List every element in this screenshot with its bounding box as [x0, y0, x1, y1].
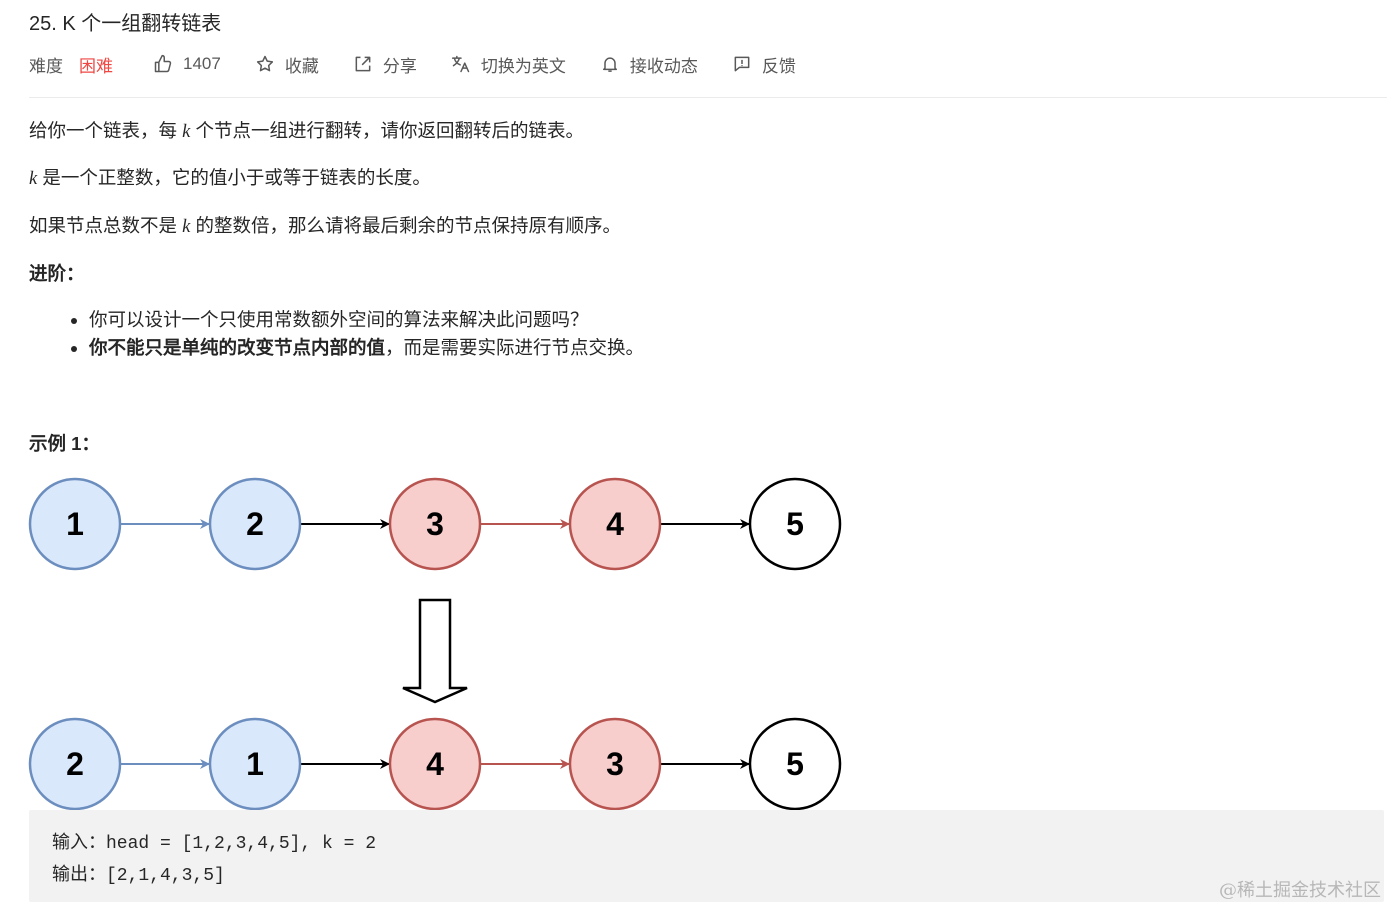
node-value: 1 [66, 506, 84, 542]
problem-title: 25. K 个一组翻转链表 [29, 13, 222, 35]
desc-text: 个节点一组进行翻转，请你返回翻转后的链表。 [190, 120, 585, 141]
description-paragraph-2: k 是一个正整数，它的值小于或等于链表的长度。 [29, 164, 431, 193]
var-k: k [182, 217, 191, 237]
var-k: k [29, 169, 38, 189]
list-node: 1 [208, 717, 302, 811]
desc-text: 如果节点总数不是 [29, 215, 183, 236]
share-icon [355, 56, 371, 72]
subscribe-button[interactable]: 接收动态 [600, 52, 698, 77]
example-output: 输出：[2,1,4,3,5] [52, 866, 225, 886]
favorite-label: 收藏 [284, 56, 319, 76]
list-node: 5 [748, 717, 842, 811]
node-value: 2 [66, 746, 84, 782]
star-icon [256, 55, 273, 72]
example-title: 示例 1： [29, 433, 100, 454]
feedback-icon [734, 56, 750, 72]
desc-text: 的整数倍，那么请将最后剩余的节点保持原有顺序。 [190, 215, 622, 236]
advanced-list: 你可以设计一个只使用常数额外空间的算法来解决此问题吗？ 你不能只是单纯的改变节点… [29, 306, 644, 362]
list-node: 1 [28, 477, 122, 571]
list-node: 3 [388, 477, 482, 571]
list-node: 4 [388, 717, 482, 811]
thumbs-up-icon [154, 54, 172, 73]
share-button[interactable]: 分享 [353, 52, 417, 77]
feedback-label: 反馈 [761, 56, 796, 76]
favorite-button[interactable]: 收藏 [255, 52, 319, 77]
list-node: 4 [568, 477, 662, 571]
list-node: 2 [28, 717, 122, 811]
difficulty-label: 难度 [29, 56, 63, 76]
like-button[interactable]: 1407 [153, 54, 221, 74]
share-label: 分享 [382, 56, 417, 76]
like-count: 1407 [183, 54, 221, 73]
desc-text: 给你一个链表，每 [29, 120, 183, 141]
node-value: 4 [606, 506, 624, 542]
problem-toolbar: 难度 困难 1407 收藏 分享 切换为英文 接收动态 反馈 [29, 50, 830, 78]
header-divider [29, 97, 1387, 98]
desc-text: 是一个正整数，它的值小于或等于链表的长度。 [37, 167, 431, 188]
description-paragraph-1: 给你一个链表，每 k 个节点一组进行翻转，请你返回翻转后的链表。 [29, 117, 584, 146]
node-value: 4 [426, 746, 444, 782]
list-node: 5 [748, 477, 842, 571]
var-k: k [182, 122, 191, 142]
example-diagram: 1 2 3 4 5 2 1 4 3 5 [28, 477, 842, 811]
advanced-item-text: ，而是需要实际进行节点交换。 [385, 337, 645, 358]
subscribe-label: 接收动态 [629, 56, 698, 76]
feedback-button[interactable]: 反馈 [732, 52, 796, 77]
description-paragraph-3: 如果节点总数不是 k 的整数倍，那么请将最后剩余的节点保持原有顺序。 [29, 212, 621, 241]
switch-language-label: 切换为英文 [480, 56, 566, 76]
advanced-item-bold: 你不能只是单纯的改变节点内部的值 [89, 337, 386, 358]
switch-language-button[interactable]: 切换为英文 [451, 52, 566, 77]
down-arrow-icon [402, 598, 468, 704]
translate-icon [451, 55, 470, 73]
difficulty-value: 困难 [79, 56, 113, 76]
example-code-block: 输入：head = [1,2,3,4,5], k = 2 输出：[2,1,4,3… [29, 810, 1384, 902]
watermark: @稀土掘金技术社区 [1219, 880, 1381, 901]
node-value: 1 [246, 746, 264, 782]
advanced-item: 你可以设计一个只使用常数额外空间的算法来解决此问题吗？ [89, 306, 644, 334]
bell-icon [602, 57, 617, 72]
node-value: 2 [246, 506, 264, 542]
node-value: 3 [426, 506, 444, 542]
advanced-item: 你不能只是单纯的改变节点内部的值，而是需要实际进行节点交换。 [89, 334, 644, 362]
list-node: 3 [568, 717, 662, 811]
node-value: 5 [786, 506, 804, 542]
node-value: 3 [606, 746, 624, 782]
difficulty: 难度 困难 [29, 52, 113, 77]
node-value: 5 [786, 746, 804, 782]
list-node: 2 [208, 477, 302, 571]
example-input: 输入：head = [1,2,3,4,5], k = 2 [52, 834, 377, 854]
advanced-item-text: 你可以设计一个只使用常数额外空间的算法来解决此问题吗？ [89, 309, 589, 330]
advanced-heading: 进阶： [29, 263, 85, 284]
